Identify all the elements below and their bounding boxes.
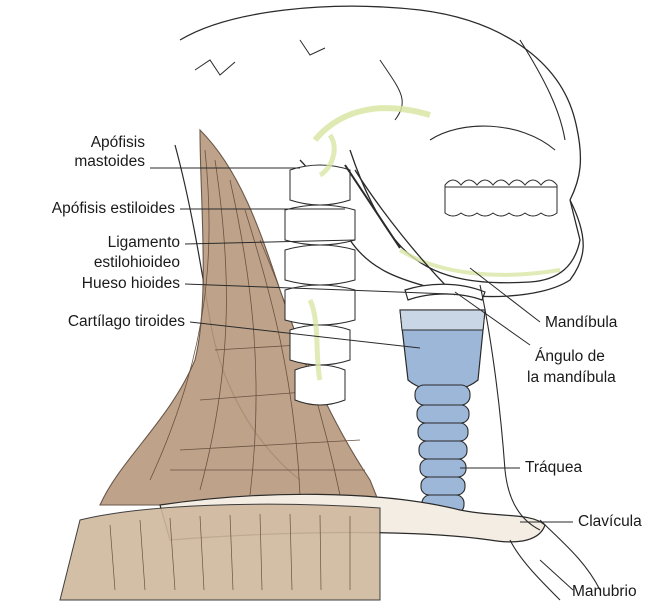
label-manubrium: Manubrio [572,582,637,601]
mandible [350,150,580,283]
shoulder-skin [60,504,380,600]
hyoid-bone [405,284,485,300]
label-ligament-line1: Ligamento [60,233,180,252]
face-lines [430,40,565,150]
label-hyoid-bone: Hueso hioides [40,274,180,293]
label-mandible-angle-line1: Ángulo de [535,347,605,366]
trachea [415,385,470,513]
label-mastoid-line1: Apófisis [60,133,145,152]
front-neck-outline [480,285,540,530]
thyroid-cartilage-top [400,310,485,330]
label-clavicle: Clavícula [578,512,642,531]
label-styloid-process: Apófisis estiloides [5,199,175,218]
label-ligament-line2: estilohioideo [60,253,180,272]
label-mandible-angle-line2: la mandíbula [527,368,616,387]
label-thyroid-cartilage: Cartílago tiroides [20,312,185,331]
label-mandible: Mandíbula [545,313,617,332]
label-trachea: Tráquea [525,458,582,477]
teeth [445,180,557,216]
label-mastoid-line2: mastoides [50,152,145,171]
